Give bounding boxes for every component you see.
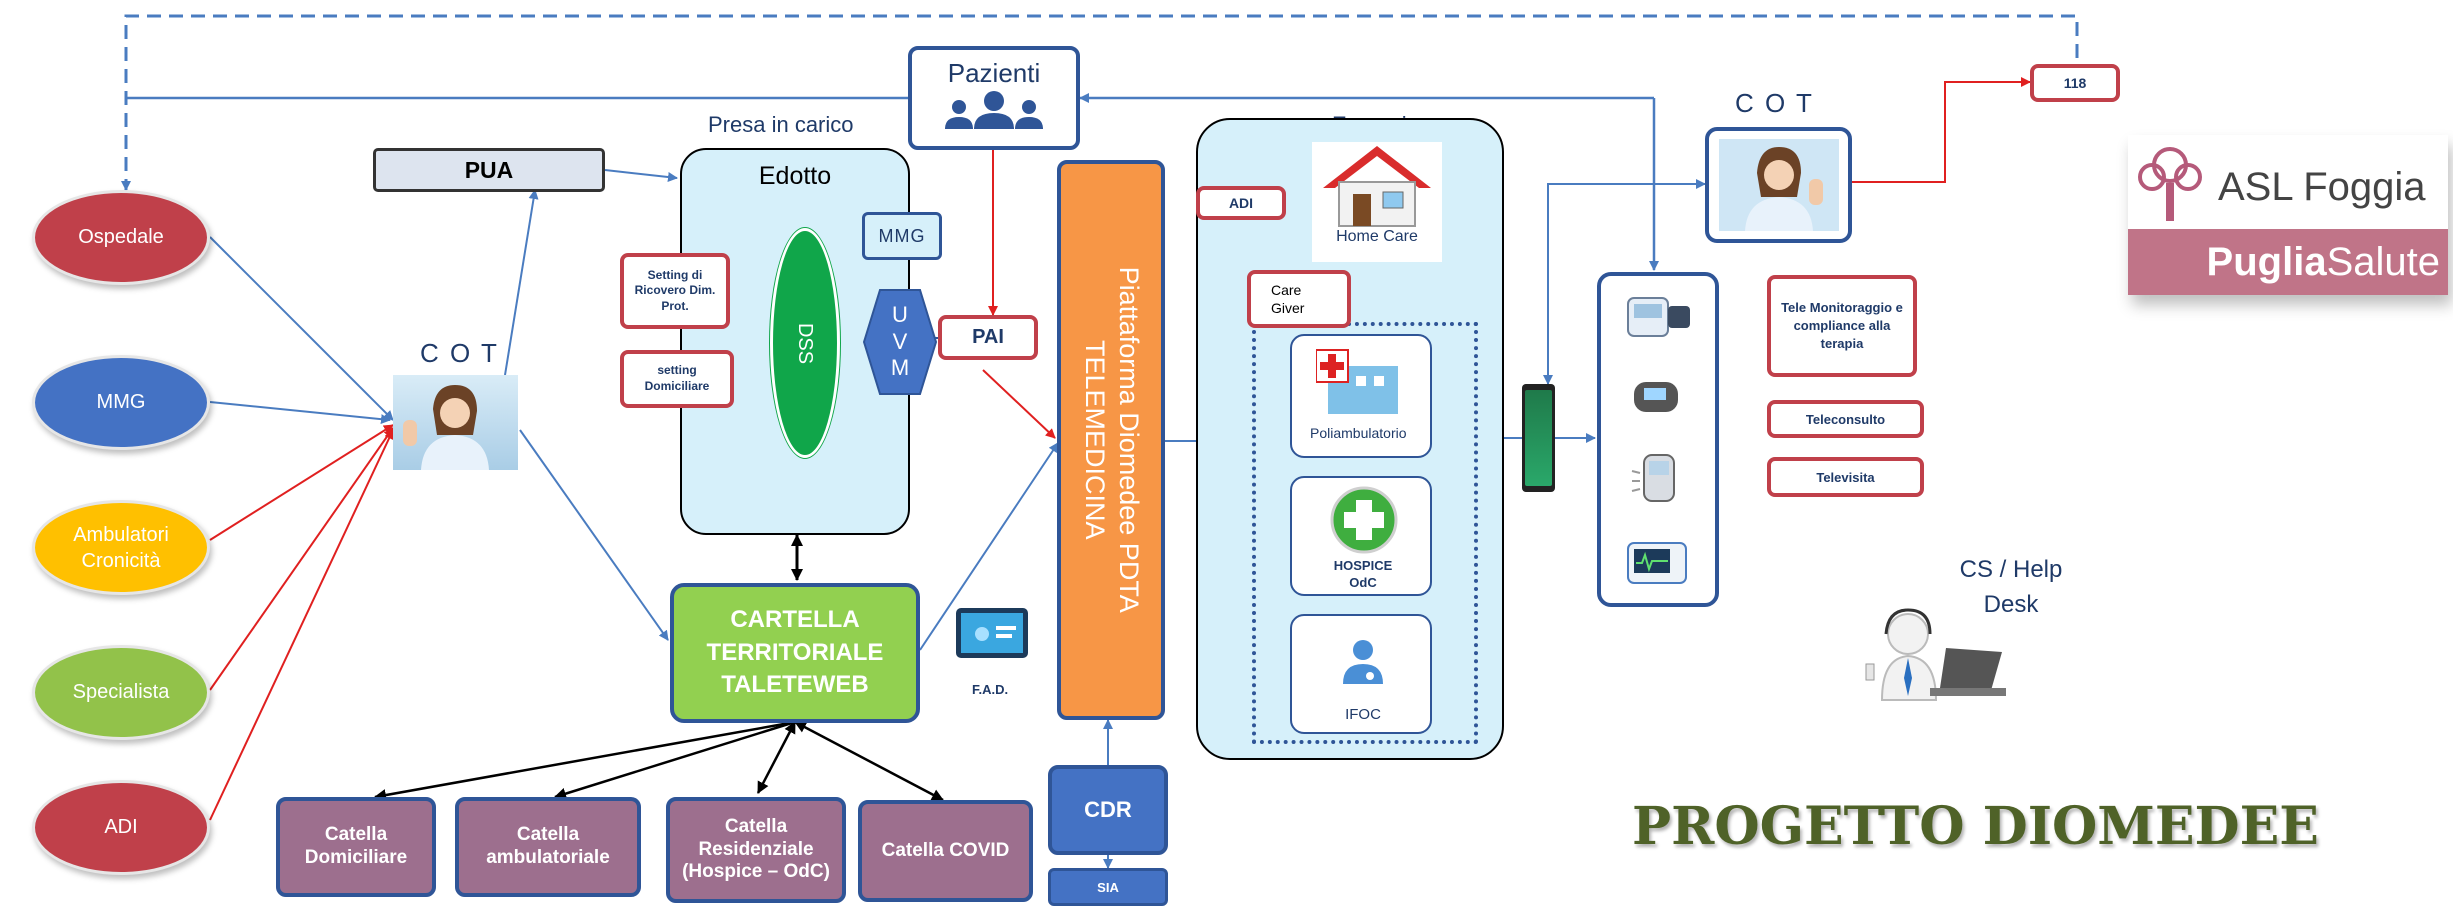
uvm-hexagon (862, 289, 938, 395)
node-mmg: MMG (32, 355, 210, 450)
logo-salute-text: Salute (2326, 239, 2440, 284)
clinic-icon (1316, 349, 1398, 414)
green-cross-icon (1330, 486, 1398, 554)
uvm-label: U V M (862, 288, 938, 396)
home-care-box: Home Care (1312, 142, 1442, 262)
cot-right-label: C O T (1735, 88, 1814, 118)
logo-asl-text: ASL Foggia (2218, 165, 2426, 209)
devices-panel (1597, 272, 1719, 607)
hospice-label: HOSPICE OdC (1333, 558, 1393, 590)
setting-ricovero-box: Setting di Ricovero Dim. Prot. (620, 253, 730, 329)
node-specialista: Specialista (32, 645, 210, 740)
cot-right-box (1705, 127, 1852, 243)
catella-domiciliare-box: Catella Domiciliare (276, 797, 436, 897)
help-desk-label: CS / Help Desk (1956, 553, 2066, 623)
fad-label: F.A.D. (972, 682, 1009, 697)
dss-label: DSS (794, 322, 817, 364)
pua-box: PUA (373, 148, 605, 192)
patients-icon (945, 91, 1043, 129)
help-desk-icon (1865, 608, 2006, 701)
teleconsulto-box: Teleconsulto (1767, 400, 1924, 438)
service-ifoc: IFOC (1290, 614, 1432, 734)
uvm-m: M (890, 355, 910, 381)
platform-line-1: Piattaforma Diomedee PDTA (1113, 266, 1144, 614)
help-desk-line-1: CS / Help (1959, 556, 2063, 583)
emergency-118-box: 118 (2030, 64, 2120, 102)
care-giver-line-1: Care (1271, 281, 1302, 298)
catella-covid-box: Catella COVID (858, 800, 1033, 902)
logo-puglia-text: Puglia (2206, 239, 2327, 284)
cot-left-label: C O T (420, 338, 499, 368)
pazienti-label: Pazienti (947, 58, 1041, 88)
blood-pressure-icon (1627, 297, 1690, 338)
uvm-u: U (892, 302, 908, 328)
telemonitoraggio-box: Tele Monitoraggio e compliance alla tera… (1767, 275, 1917, 377)
cartella-territoriale-box: CARTELLA TERRITORIALE TALETEWEB (670, 583, 920, 723)
headset-operator-icon (1718, 139, 1839, 231)
operator-photo-left (393, 375, 518, 470)
mmg-small-box: MMG (862, 212, 942, 260)
uvm-v: V (892, 328, 908, 354)
oximeter-icon (1634, 382, 1678, 413)
fad-tablet (952, 604, 1032, 666)
piattaforma-telemedicina: Piattaforma Diomedee PDTA TELEMEDICINA (1057, 160, 1165, 720)
cartella-line-2: TERRITORIALE (706, 638, 884, 666)
platform-text: Piattaforma Diomedee PDTA TELEMEDICINA (1077, 267, 1145, 613)
smartphone (1522, 384, 1555, 492)
home-icon (1323, 146, 1431, 227)
care-giver-line-2: Giver (1271, 300, 1305, 316)
pazienti-box: Pazienti (908, 46, 1080, 150)
service-hospice: HOSPICE OdC (1290, 476, 1432, 596)
adi-small-box: ADI (1196, 186, 1286, 220)
pai-box: PAI (938, 315, 1038, 360)
poliambulatorio-label: Poliambulatorio (1310, 425, 1407, 441)
ifoc-label: IFOC (1345, 706, 1381, 723)
service-poliambulatorio: Poliambulatorio (1290, 334, 1432, 458)
edotto-label: Edotto (758, 162, 832, 190)
tablet-icon (956, 608, 1028, 658)
sia-box: SIA (1048, 868, 1168, 906)
monitor-icon (1627, 541, 1687, 584)
glucometer-icon (1631, 453, 1675, 502)
presa-in-carico-label: Presa in carico (708, 112, 854, 137)
page-title: PROGETTO DIOMEDEE (1632, 796, 2319, 857)
care-giver-box: Care Giver (1247, 270, 1351, 328)
cartella-line-1: CARTELLA (730, 606, 860, 634)
tree-logo-icon (2138, 147, 2202, 221)
nurse-icon (1343, 640, 1383, 684)
node-ospedale: Ospedale (32, 190, 210, 285)
catella-ambulatoriale-box: Catella ambulatoriale (455, 797, 641, 897)
catella-residenziale-box: Catella Residenziale (Hospice – OdC) (666, 797, 846, 903)
node-adi: ADI (32, 780, 210, 875)
node-ambulatori-cronicita: Ambulatori Cronicità (32, 500, 210, 595)
help-desk-line-2: Desk (1983, 590, 2039, 618)
televisita-box: Televisita (1767, 457, 1924, 497)
dss-ellipse: DSS (770, 228, 840, 458)
setting-domiciliare-box: setting Domiciliare (620, 350, 734, 408)
services-dotted-area (1252, 322, 1478, 744)
smartphone-screen (1525, 390, 1552, 486)
home-care-label: Home Care (1336, 228, 1418, 245)
cdr-box: CDR (1048, 765, 1168, 855)
cartella-line-3: TALETEWEB (721, 671, 869, 699)
headset-operator-icon (403, 385, 489, 470)
platform-line-2: TELEMEDICINA (1080, 340, 1111, 540)
